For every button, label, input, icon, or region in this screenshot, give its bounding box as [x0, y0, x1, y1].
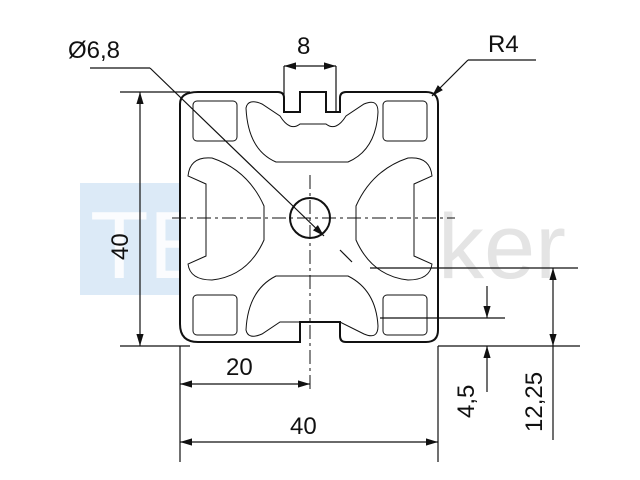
- height-label: 40: [107, 233, 134, 260]
- cavity-top-right: [382, 100, 428, 142]
- center-lines: [172, 175, 455, 390]
- cavity-bottom-right: [382, 294, 428, 336]
- slot-top: [245, 101, 379, 163]
- dimension-lines: [90, 59, 580, 462]
- width-label: 40: [290, 413, 317, 440]
- slot-left: [187, 157, 265, 281]
- slot-offset-label: 12,25: [521, 372, 548, 432]
- profile-outline: [179, 91, 439, 343]
- slot-depth-label: 4,5: [453, 385, 480, 418]
- slot-right: [355, 157, 433, 281]
- dimension-labels: Ø6,8 8 R4 40 20 40 4,5 12,25: [68, 31, 548, 440]
- slot-bottom: [245, 275, 379, 337]
- bore-diameter-label: Ø6,8: [68, 37, 120, 64]
- slot-width-label: 8: [297, 33, 310, 60]
- cavity-bottom-left: [192, 294, 238, 336]
- half-width-label: 20: [226, 354, 253, 381]
- cavity-top-left: [192, 100, 238, 142]
- corner-radius-label: R4: [488, 31, 519, 58]
